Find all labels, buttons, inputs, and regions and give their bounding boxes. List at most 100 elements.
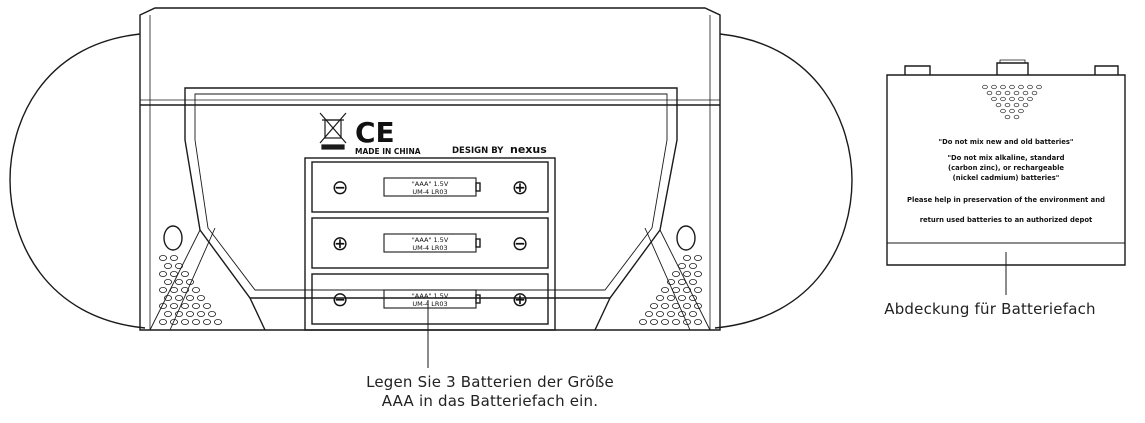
grille-hole — [661, 286, 670, 293]
battery-type-text: "AAA" 1.5V — [412, 292, 449, 300]
grille-hole — [158, 318, 167, 325]
grille-hole — [169, 318, 178, 325]
grille-hole — [207, 310, 216, 317]
cover-notice-2a: "Do not mix alkaline, standard — [948, 154, 1065, 162]
brand-logo: nexus — [510, 143, 547, 156]
grille-hole — [689, 310, 698, 317]
grille-hole — [163, 278, 172, 285]
grip-dot — [982, 84, 988, 90]
device-body — [139, 7, 721, 331]
battery-code-text: UM-4 LR03 — [412, 188, 447, 196]
grip-dot — [1009, 96, 1015, 102]
grille-hole — [678, 310, 687, 317]
grip-dot — [1000, 84, 1006, 90]
grille-hole — [661, 318, 670, 325]
grille-hole — [163, 294, 172, 301]
grille-hole — [180, 286, 189, 293]
grip-dot — [1027, 84, 1033, 90]
grip-dot — [1022, 102, 1029, 108]
grille-hole — [163, 262, 172, 269]
grille-hole — [213, 318, 222, 325]
grip-dot — [1018, 84, 1024, 90]
cover-notice-3b: return used batteries to an authorized d… — [920, 216, 1093, 224]
battery-polarity-right: ⊕ — [512, 175, 529, 199]
grip-dot — [1004, 102, 1011, 108]
grip-dot — [986, 90, 993, 96]
grip-dot — [1013, 102, 1020, 108]
grip-dot — [1013, 114, 1020, 120]
grille-hole — [678, 294, 687, 301]
left-dome — [9, 33, 146, 329]
grille-hole — [667, 294, 676, 301]
battery-terminal — [475, 294, 481, 304]
design-by: DESIGN BY — [452, 146, 504, 156]
hole-left — [163, 225, 183, 251]
stand-foot — [249, 297, 611, 331]
grille-hole — [185, 278, 194, 285]
grille-hole — [180, 270, 189, 277]
grille-hole — [650, 318, 659, 325]
battery-polarity-left: ⊕ — [332, 231, 349, 255]
label-main-line-2: AAA in das Batteriefach ein. — [381, 392, 599, 410]
grille-hole — [174, 278, 183, 285]
grip-dot — [1000, 96, 1006, 102]
speaker-grille-left — [158, 254, 222, 325]
grille-hole — [163, 310, 172, 317]
grille-hole — [202, 302, 211, 309]
grille-hole — [683, 318, 692, 325]
battery-polarity-right: ⊕ — [512, 287, 529, 311]
weee-bin-icon — [319, 112, 347, 150]
grille-hole — [180, 318, 189, 325]
grille-hole — [645, 310, 654, 317]
grille-hole — [678, 262, 687, 269]
grille-hole — [683, 254, 692, 261]
grille-hole — [185, 294, 194, 301]
grille-hole — [158, 254, 167, 261]
grip-dot — [1027, 96, 1033, 102]
grille-hole — [667, 310, 676, 317]
battery-type-text: "AAA" 1.5V — [412, 180, 449, 188]
grille-hole — [169, 254, 178, 261]
battery-code-text: UM-4 LR03 — [412, 244, 447, 252]
grip-dot — [1022, 90, 1029, 96]
grip-dot — [995, 90, 1002, 96]
cover-grip-dots — [982, 84, 1042, 120]
grille-hole — [169, 302, 178, 309]
grille-hole — [174, 310, 183, 317]
grille-hole — [158, 270, 167, 277]
grip-dot — [991, 84, 997, 90]
cover-notice-2c: (nickel cadmium) batteries" — [953, 174, 1060, 182]
label-battery-cover: Abdeckung für Batteriefach — [884, 300, 1096, 318]
grip-dot — [1009, 108, 1015, 114]
cover-notice-2b: (carbon zinc), or rechargeable — [948, 164, 1064, 172]
battery-type-text: "AAA" 1.5V — [412, 236, 449, 244]
grille-hole — [667, 278, 676, 285]
grille-hole — [169, 286, 178, 293]
made-in-china: MADE IN CHINA — [355, 147, 421, 156]
grille-hole — [683, 286, 692, 293]
grille-hole — [174, 262, 183, 269]
battery-cover — [886, 59, 1126, 266]
grille-hole — [191, 302, 200, 309]
grille-hole — [185, 310, 194, 317]
grille-hole — [689, 262, 698, 269]
grille-hole — [672, 302, 681, 309]
grille-hole — [650, 302, 659, 309]
grille-hole — [694, 318, 703, 325]
grip-dot — [1013, 90, 1020, 96]
grille-hole — [158, 286, 167, 293]
grille-hole — [196, 310, 205, 317]
grille-hole — [683, 302, 692, 309]
grille-hole — [196, 294, 205, 301]
label-insert-batteries: Legen Sie 3 Batterien der Größe AAA in d… — [350, 373, 630, 411]
ce-mark: CE — [355, 116, 395, 149]
grip-dot — [991, 96, 997, 102]
grille-hole — [694, 270, 703, 277]
grille-hole — [689, 278, 698, 285]
grille-hole — [661, 302, 670, 309]
grille-hole — [180, 302, 189, 309]
grille-hole — [672, 286, 681, 293]
